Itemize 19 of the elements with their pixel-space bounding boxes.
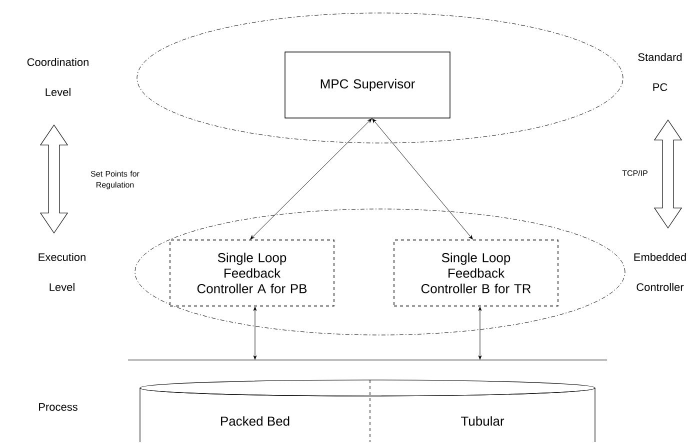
dashed-box: Single Loop Feedback Controller B for TR (394, 240, 558, 306)
level-label: Set Points for Regulation (90, 170, 140, 190)
level-label: Embedded Controller (634, 252, 686, 292)
dash-dot-ellipse (134, 208, 626, 336)
level-label: Process (39, 403, 78, 411)
level-label: Standard PC (638, 52, 682, 92)
dashed-box: Single Loop Feedback Controller A for PB (170, 240, 334, 306)
arrow (478, 306, 482, 360)
node-label: Tubular (461, 416, 504, 426)
level-label: Execution Level (38, 252, 86, 292)
level-label: Coordination Level (27, 58, 88, 96)
arrow (253, 306, 257, 360)
level-label: TCP/IP (622, 170, 648, 176)
arrow (250, 118, 372, 240)
supervisor-box: MPC Supervisor (284, 52, 450, 118)
dash-dot-ellipse (136, 12, 624, 144)
cylinder-drawing: Packed Bed Tubular (140, 380, 596, 442)
arrow (372, 118, 473, 240)
node-label: Packed Bed (221, 416, 290, 426)
